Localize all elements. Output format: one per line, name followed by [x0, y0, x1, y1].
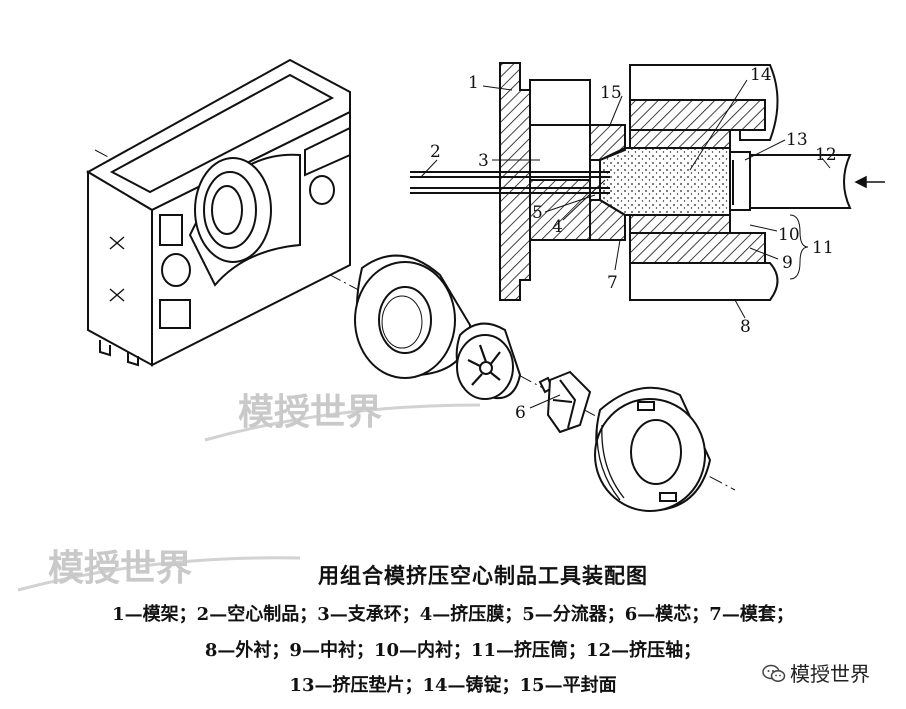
ram-arrow — [854, 175, 885, 189]
label-10: 10 — [778, 225, 800, 245]
mandrel — [538, 370, 592, 434]
label-6: 6 — [515, 403, 526, 423]
support-ring — [354, 254, 472, 379]
label-3: 3 — [478, 151, 489, 171]
label-15: 15 — [600, 83, 622, 103]
label-1: 1 — [468, 73, 479, 93]
wechat-account-name: 模授世界 — [790, 662, 870, 686]
label-11: 11 — [812, 238, 834, 258]
watermark-bottom: 模授世界 — [17, 548, 301, 592]
wechat-icon — [762, 664, 786, 682]
watermark-mid: 模授世界 — [204, 392, 481, 442]
caption-title: 用组合模挤压空心制品工具装配图 — [318, 563, 648, 588]
label-7: 7 — [607, 273, 618, 293]
legend-line-2: 8—外衬；9—中衬；10—内衬；11—挤压筒；12—挤压轴； — [204, 640, 702, 661]
leader-lines — [419, 79, 831, 409]
legend-line-3: 13—挤压垫片；14—铸锭；15—平封面 — [289, 675, 617, 696]
label-12: 12 — [815, 145, 837, 165]
spreader — [455, 322, 522, 400]
label-2: 2 — [430, 142, 441, 162]
label-4: 4 — [552, 217, 563, 237]
wechat-watermark: 模授世界 — [762, 658, 870, 687]
label-14: 14 — [750, 65, 772, 85]
mold-frame — [85, 58, 351, 367]
label-5: 5 — [532, 203, 543, 223]
cross-section — [410, 62, 852, 301]
svg-text:模授世界: 模授世界 — [238, 392, 382, 433]
svg-text:模授世界: 模授世界 — [48, 548, 192, 589]
part-labels: 1 2 3 4 5 6 7 8 9 10 11 12 13 14 15 — [430, 65, 837, 423]
label-8: 8 — [740, 317, 751, 337]
label-9: 9 — [782, 253, 793, 273]
label-13: 13 — [786, 130, 808, 150]
legend-line-1: 1—模架；2—空心制品；3—支承环；4—挤压膜；5—分流器；6—模芯；7—模套； — [112, 604, 794, 625]
die-sleeve — [594, 386, 712, 512]
